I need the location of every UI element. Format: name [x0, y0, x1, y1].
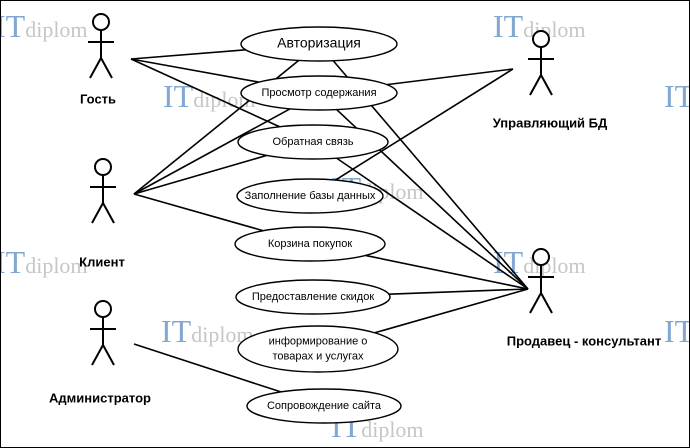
actor-label: Клиент — [79, 254, 125, 269]
actor-label: Администратор — [49, 390, 151, 405]
use-case-ellipse — [235, 279, 391, 315]
association-line-seller-cart — [365, 254, 529, 290]
use-case-label: Сопровождение сайта — [267, 400, 382, 412]
association-line-client-feedback — [133, 154, 268, 195]
use-case-label: товарах и услугах — [272, 350, 364, 362]
association-line-seller-feedback — [336, 157, 529, 290]
use-case-ellipse — [237, 124, 389, 160]
watermark-logo: ITdiplom — [1, 8, 88, 44]
watermark-logo: ITdiplom — [1, 244, 88, 280]
actor-dbmanager: Управляющий БД — [493, 30, 608, 130]
actor-client: Клиент — [79, 158, 125, 269]
use-case-auth: Авторизация — [240, 26, 398, 62]
use-case-label: Обратная связь — [272, 136, 353, 148]
use-case-view: Просмотр содержания — [240, 75, 398, 111]
use-case-ellipse — [236, 178, 384, 214]
association-line-admin-support — [133, 343, 282, 393]
association-line-seller-discount — [388, 288, 529, 295]
stick-figure-icon — [528, 248, 554, 314]
stick-figure-icon — [90, 300, 116, 366]
use-case-ellipse — [240, 26, 398, 62]
actor-seller: Продавец - консультант — [507, 248, 661, 348]
use-case-ellipse — [237, 325, 399, 373]
use-case-ellipse — [246, 388, 402, 424]
actor-guest: Гость — [80, 13, 116, 106]
stick-figure-icon — [88, 13, 114, 79]
watermark-logo: ITdiplom — [664, 78, 689, 114]
actor-label: Управляющий БД — [493, 115, 608, 130]
actor-label: Гость — [80, 91, 116, 106]
use-case-dbfill: Заполнение базы данных — [236, 178, 384, 214]
use-case-inform: информирование о товарах и услугах — [237, 325, 399, 373]
stick-figure-icon — [528, 30, 554, 96]
actor-label: Продавец - консультант — [507, 333, 661, 348]
association-line-guest-view — [130, 58, 260, 83]
actor-admin: Администратор — [49, 300, 151, 405]
use-case-label: Заполнение базы данных — [245, 190, 376, 202]
use-case-label: Предоставление скидок — [252, 291, 374, 303]
use-case-feedback: Обратная связь — [237, 124, 389, 160]
use-case-ellipse — [234, 226, 386, 262]
use-case-support: Сопровождение сайта — [246, 388, 402, 424]
use-case-label: Авторизация — [277, 35, 361, 51]
association-line-seller-inform — [374, 288, 529, 334]
association-line-dbmanager-dbfill — [335, 68, 514, 181]
association-line-guest-feedback — [130, 58, 280, 128]
use-case-cart: Корзина покупок — [234, 226, 386, 262]
use-case-label: Просмотр содержания — [261, 87, 376, 99]
use-case-ellipse — [240, 75, 398, 111]
use-case-label: Корзина покупок — [268, 238, 353, 250]
association-line-guest-auth — [130, 49, 246, 60]
association-line-dbmanager-view — [386, 68, 514, 86]
stick-figure-icon — [90, 158, 116, 224]
association-line-client-view — [133, 108, 291, 195]
use-case-discount: Предоставление скидок — [235, 279, 391, 315]
watermark-logo: ITdiplom — [664, 313, 689, 349]
use-case-label: информирование о — [269, 335, 368, 347]
association-line-client-cart — [133, 193, 264, 232]
